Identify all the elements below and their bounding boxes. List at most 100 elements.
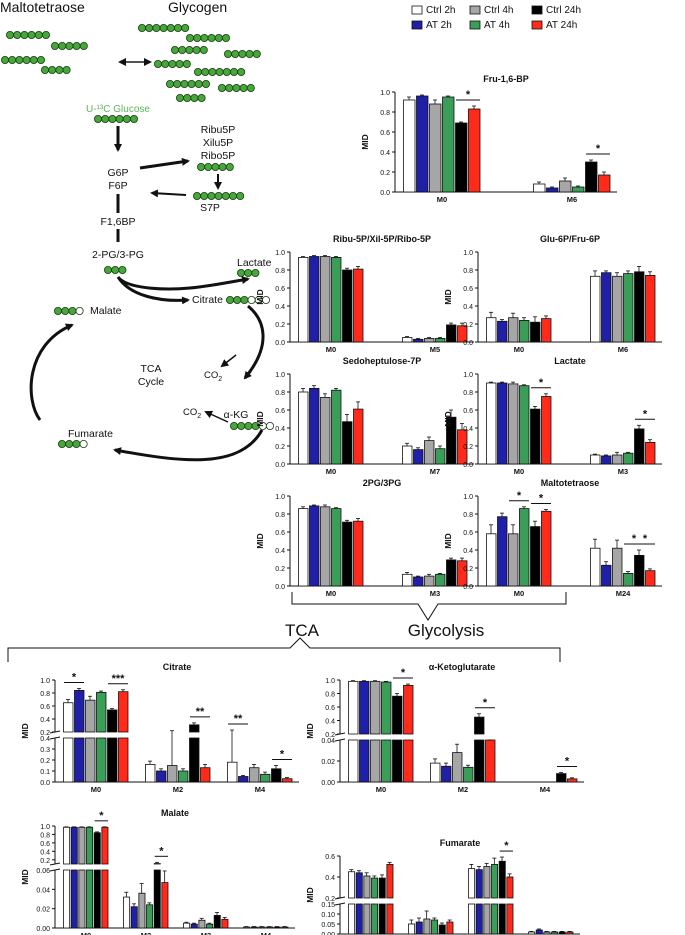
bar xyxy=(381,739,392,783)
bar xyxy=(298,508,309,587)
bar xyxy=(96,737,107,783)
legend-swatch xyxy=(469,5,481,15)
x-tick-label: M0 xyxy=(376,785,386,794)
carbon-atom xyxy=(51,42,60,51)
bar xyxy=(70,826,78,865)
axis-break xyxy=(51,732,59,738)
y-tick-label: 0.6 xyxy=(463,286,473,293)
f6p-label: F6P xyxy=(108,180,127,192)
carbon-atom xyxy=(8,56,17,65)
bar xyxy=(497,320,508,343)
bar xyxy=(530,408,541,465)
bar xyxy=(541,396,552,465)
y-tick-label: 0.8 xyxy=(325,692,335,699)
x-tick-label: M3 xyxy=(201,931,211,935)
chart-title: Ribu-5P/Xil-5P/Ribo-5P xyxy=(333,234,431,244)
ribu5p-label: Ribu5P xyxy=(201,124,235,136)
maltotetraose-heading: Maltotetraose xyxy=(0,0,85,15)
carbon-atom xyxy=(187,80,196,89)
chart-citrate: 0.20.40.60.81.00.00.10.20.30.4CitrateMID… xyxy=(20,662,299,794)
y-tick-label: 0.10 xyxy=(321,912,335,919)
y-tick-label: 0.4 xyxy=(380,150,390,157)
bar xyxy=(353,520,364,587)
significance-star: * xyxy=(483,697,488,709)
carbon-atom xyxy=(207,191,216,200)
y-tick-label: 0.4 xyxy=(325,719,335,726)
bar xyxy=(200,767,211,783)
x-tick-label: M0 xyxy=(514,589,524,598)
bar xyxy=(342,269,353,343)
y-tick-label: 0.04 xyxy=(321,738,335,745)
bar xyxy=(551,931,559,935)
citrate-carbons xyxy=(225,295,270,304)
bar xyxy=(446,559,457,587)
axis-break-mark xyxy=(49,862,61,866)
carbon-atom xyxy=(201,80,210,89)
axis-break-mark xyxy=(49,868,61,872)
bar xyxy=(491,864,499,899)
bar xyxy=(403,685,414,735)
x-tick-label: M0 xyxy=(91,785,101,794)
bar xyxy=(266,926,274,929)
bar xyxy=(435,573,446,587)
chart-title: Malate xyxy=(161,808,189,818)
legend-swatch xyxy=(411,5,423,15)
y-tick-label: 0.0 xyxy=(380,190,390,197)
bar xyxy=(486,382,497,465)
carbon-atom xyxy=(193,68,202,77)
s7p-to-f6p-arrow xyxy=(150,189,187,198)
x-tick-label: M0 xyxy=(326,467,336,476)
bar xyxy=(342,421,353,465)
carbon-atom xyxy=(215,68,224,77)
y-tick-label: 0.0 xyxy=(463,584,473,591)
significance-star: * xyxy=(596,143,601,155)
y-tick-label: 0.00 xyxy=(321,780,335,787)
y-tick-label: 0.8 xyxy=(40,691,50,698)
y-tick-label: 0.2 xyxy=(325,896,335,903)
carbon-atom xyxy=(238,50,247,59)
carbon-atom xyxy=(104,265,113,274)
bar xyxy=(167,765,178,783)
x-tick-label: M6 xyxy=(618,345,628,354)
carbon-atom xyxy=(27,30,36,39)
glycogen-structure xyxy=(1,23,261,103)
bar xyxy=(206,923,214,929)
carbon-atom xyxy=(15,56,24,65)
bar xyxy=(533,183,546,193)
y-tick-label: 1.0 xyxy=(40,824,50,831)
y-axis-label: MID xyxy=(20,723,30,739)
carbon-atom xyxy=(201,68,210,77)
co2-release-arrow-1 xyxy=(220,354,237,368)
bar xyxy=(601,455,612,465)
carbon-atom xyxy=(207,34,216,43)
bar xyxy=(535,929,543,935)
bar xyxy=(386,903,394,935)
y-tick-label: 0.2 xyxy=(275,322,285,329)
bar xyxy=(566,931,574,935)
carbon-atom xyxy=(175,60,184,69)
carbon-atom xyxy=(225,84,234,93)
bar xyxy=(634,555,645,587)
bar xyxy=(331,508,342,587)
carbon-atom xyxy=(192,191,201,200)
y-tick-label: 1.0 xyxy=(275,372,285,379)
y-axis-label: MID xyxy=(443,533,453,549)
y-tick-label: 0.0 xyxy=(40,780,50,787)
axis-break-mark xyxy=(49,730,61,734)
bar xyxy=(408,923,416,935)
carbon-atom xyxy=(20,30,29,39)
bar xyxy=(78,869,86,929)
y-tick-label: 0.05 xyxy=(321,922,335,929)
y-axis-label: MID xyxy=(255,411,265,427)
carbon-atom xyxy=(75,306,84,315)
chart-title: Citrate xyxy=(163,662,192,672)
carbon-atom xyxy=(72,439,81,448)
y-axis-label: MID xyxy=(305,723,315,739)
legend-label: Ctrl 4h xyxy=(484,5,513,16)
bar xyxy=(474,716,485,735)
carbon-atom xyxy=(65,42,74,51)
bar xyxy=(281,926,289,929)
carbon-atom xyxy=(185,46,194,55)
s7p-label: S7P xyxy=(200,202,220,214)
bar xyxy=(403,99,416,193)
